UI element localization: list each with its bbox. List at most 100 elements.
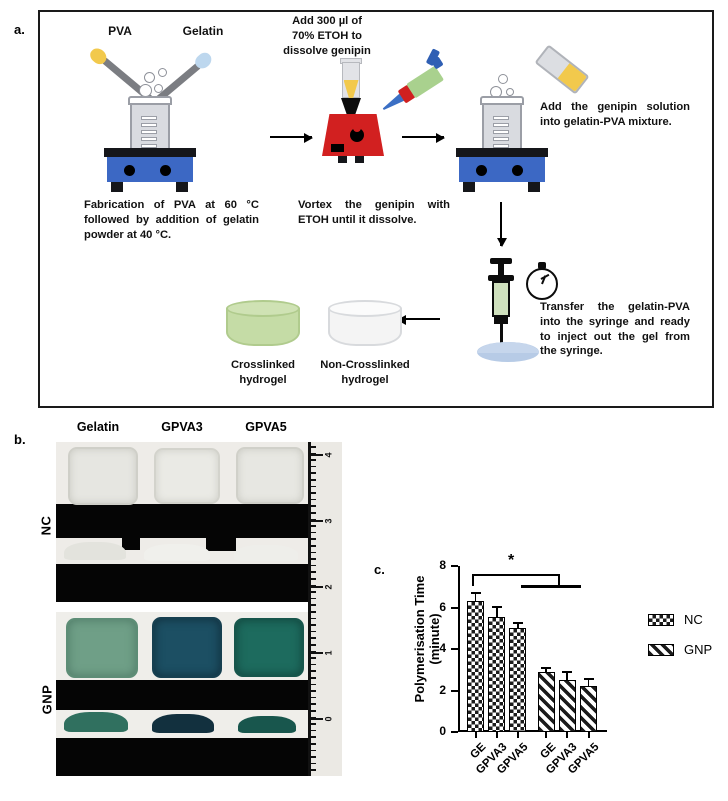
ruler-minor-tick	[308, 650, 316, 653]
ruler-minor-tick	[308, 743, 316, 745]
powder-bubble	[144, 72, 155, 83]
chart-bar[interactable]	[467, 601, 484, 732]
ruler-minor-tick	[308, 538, 316, 540]
panel-b-ruler: 4 3 2 1 0	[308, 442, 342, 776]
gnp-gpva3-topview	[152, 617, 222, 678]
genipin-solution-tube	[534, 44, 590, 95]
ruler-major-tick	[308, 454, 323, 456]
step-top-line-3: dissolve genipin	[283, 44, 371, 57]
chart-x-tick	[495, 732, 498, 738]
ruler-minor-tick	[308, 551, 316, 554]
chart-error-cap	[470, 591, 481, 594]
legend-label-nc[interactable]: NC	[684, 612, 703, 627]
ruler-minor-tick	[308, 531, 316, 534]
beaker-graduation	[141, 144, 157, 148]
beaker-graduation	[493, 144, 509, 148]
tube-glass	[534, 44, 590, 95]
ruler-minor-tick	[308, 617, 316, 620]
chart-y-tick-label: 2	[439, 682, 446, 697]
chart-error-cap	[562, 670, 573, 673]
ruler-minor-tick	[308, 505, 316, 507]
ruler-minor-tick	[308, 452, 316, 455]
noncrosslinked-hydrogel-graphic	[328, 300, 402, 352]
syringe	[486, 258, 516, 347]
syringe-needle	[500, 323, 503, 347]
chart-y-tick-label: 8	[439, 558, 446, 572]
legend-swatch-gnp[interactable]	[648, 644, 674, 656]
powder-bubble	[158, 68, 167, 77]
chart-error-cap	[583, 677, 594, 680]
noncrosslinked-hydrogel-top	[328, 300, 402, 317]
ruler-minor-tick	[308, 459, 316, 461]
chart-error-bar	[545, 667, 547, 672]
ruler-minor-tick	[308, 683, 316, 686]
stirrer-foot	[463, 182, 475, 192]
chart-y-tick	[451, 731, 458, 733]
nc-strip-gap	[122, 538, 140, 550]
step-top-line-2: 70% ETOH to	[291, 29, 363, 42]
ruler-minor-tick	[308, 584, 316, 587]
chart-bar[interactable]	[580, 686, 597, 732]
ruler-minor-tick	[308, 756, 316, 758]
ruler-minor-tick	[308, 703, 316, 705]
panel-c-letter: c.	[374, 562, 385, 577]
chart-x-tick	[516, 732, 519, 738]
label-noncrosslinked-line-1: Non-Crosslinked	[320, 359, 410, 371]
ruler-minor-tick	[308, 545, 316, 547]
ruler-minor-tick	[308, 624, 316, 626]
gnp-gelatin-sideview	[64, 712, 128, 732]
ruler-minor-tick	[308, 736, 316, 738]
ruler-minor-tick	[308, 571, 316, 573]
ruler-edge	[308, 442, 311, 776]
sig-bracket-top	[472, 574, 560, 577]
chart-x-tick	[545, 732, 548, 738]
ruler-minor-tick	[308, 564, 316, 567]
crosslinked-hydrogel-graphic	[226, 300, 300, 352]
gnp-gpva5-topview	[234, 618, 304, 677]
caption-step-3: Add the genipin solution into gelatin-PV…	[540, 101, 690, 128]
ruler-minor-tick	[308, 604, 316, 606]
label-crosslinked-line-2: hydrogel	[239, 373, 287, 386]
chart-bar[interactable]	[558, 680, 576, 732]
ruler-number-0: 0	[323, 716, 334, 722]
petri-dish	[477, 342, 539, 362]
ruler-minor-tick	[308, 485, 316, 488]
stirrer-foot	[176, 182, 188, 192]
beaker-graduation	[493, 130, 509, 134]
crosslinked-hydrogel-top	[226, 300, 300, 317]
legend-swatch-nc[interactable]	[648, 614, 674, 626]
stirrer-body	[459, 157, 545, 182]
ruler-major-tick	[308, 652, 323, 654]
panel-b-letter: b.	[14, 432, 26, 447]
stirrer-body	[107, 157, 193, 182]
ruler-major-tick	[308, 520, 323, 522]
step-top-text: Add 300 µl of 70% ETOH to dissolve genip…	[252, 14, 402, 58]
chart-bar[interactable]	[488, 616, 506, 732]
syringe-collar	[488, 275, 514, 281]
vortex-foot	[338, 156, 347, 163]
chart-error-cap	[512, 622, 523, 625]
ruler-minor-tick	[308, 677, 316, 679]
caption-step-4: Transfer the gelatin-PVA into the syring…	[540, 301, 690, 358]
chart-bar[interactable]	[537, 671, 555, 732]
legend-label-gnp[interactable]: GNP	[684, 642, 713, 657]
label-gelatin: Gelatin	[182, 24, 224, 38]
chart-y-tick	[451, 689, 458, 692]
powder-bubble	[506, 88, 514, 96]
label-crosslinked-hydrogel: Crosslinked hydrogel	[208, 358, 318, 388]
beaker-graduation	[141, 137, 157, 141]
chart-bar[interactable]	[509, 628, 527, 732]
ruler-minor-tick	[308, 670, 316, 672]
sig-bracket-right-arm	[558, 574, 560, 586]
ruler-minor-tick	[308, 446, 316, 448]
significance-star: *	[508, 552, 515, 569]
ruler-minor-tick	[308, 611, 316, 613]
ruler-minor-tick	[308, 518, 316, 521]
stirrer-knob	[476, 165, 487, 176]
nc-gpva5-sideview	[234, 545, 298, 561]
chart-y-tick	[451, 648, 458, 650]
ruler-minor-tick	[308, 637, 316, 639]
beaker-graduation	[493, 137, 509, 141]
nc-gpva3-topview	[154, 448, 220, 504]
